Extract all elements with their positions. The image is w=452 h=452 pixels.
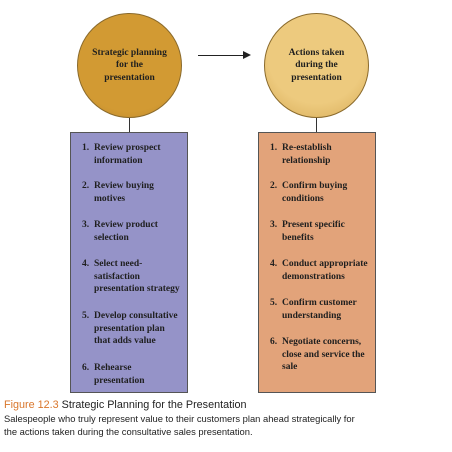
step-text: Re-establish relationship <box>282 143 332 166</box>
step-text: Present specific benefits <box>282 220 345 243</box>
right-connector-line <box>316 118 317 132</box>
planning-steps-box: 1. Review prospect information 2. Review… <box>70 132 188 393</box>
step-text: Review product selection <box>94 220 158 243</box>
strategic-planning-label: Strategic planning for the presentation <box>92 47 167 83</box>
action-steps-box: 1. Re-establish relationship 2. Confirm … <box>258 132 376 393</box>
step-number: 3. <box>270 220 278 230</box>
step-number: 6. <box>270 337 278 347</box>
arrow-right-connector <box>198 55 244 56</box>
action-step: 2. Confirm buying conditions <box>270 180 375 205</box>
actions-taken-circle: Actions taken during the presentation <box>264 13 369 118</box>
action-step: 3. Present specific benefits <box>270 219 375 244</box>
action-step: 5. Confirm customer understanding <box>270 297 375 322</box>
step-text: Confirm customer understanding <box>282 298 357 321</box>
step-number: 5. <box>270 298 278 308</box>
figure-label: Figure 12.3 <box>4 399 59 411</box>
step-text: Select need- satisfaction presentation s… <box>94 259 180 294</box>
figure-caption: Figure 12.3 Strategic Planning for the P… <box>4 399 450 438</box>
planning-step: 4. Select need- satisfaction presentatio… <box>82 258 187 296</box>
step-number: 4. <box>82 259 90 269</box>
planning-step: 6. Rehearse presentation <box>82 362 187 387</box>
step-number: 3. <box>82 220 90 230</box>
strategic-planning-circle: Strategic planning for the presentation <box>77 13 182 118</box>
arrow-right-icon <box>243 51 251 59</box>
actions-taken-label: Actions taken during the presentation <box>288 47 345 83</box>
planning-step: 1. Review prospect information <box>82 142 187 167</box>
step-number: 4. <box>270 259 278 269</box>
step-text: Conduct appropriate demonstrations <box>282 259 368 282</box>
figure-description: Salespeople who truly represent value to… <box>4 413 355 437</box>
figure-title: Strategic Planning for the Presentation <box>61 399 247 411</box>
step-text: Confirm buying conditions <box>282 181 348 204</box>
step-text: Develop consultative presentation plan t… <box>94 311 178 346</box>
planning-step: 3. Review product selection <box>82 219 187 244</box>
step-number: 1. <box>270 143 278 153</box>
step-number: 6. <box>82 363 90 373</box>
figure-heading: Figure 12.3 Strategic Planning for the P… <box>4 399 450 412</box>
step-number: 1. <box>82 143 90 153</box>
step-text: Review buying motives <box>94 181 154 204</box>
left-connector-line <box>129 118 130 132</box>
step-number: 2. <box>270 181 278 191</box>
action-step: 4. Conduct appropriate demonstrations <box>270 258 375 283</box>
step-number: 2. <box>82 181 90 191</box>
step-number: 5. <box>82 311 90 321</box>
planning-step: 5. Develop consultative presentation pla… <box>82 310 187 348</box>
step-text: Review prospect information <box>94 143 161 166</box>
action-step: 1. Re-establish relationship <box>270 142 375 167</box>
planning-step: 2. Review buying motives <box>82 180 187 205</box>
action-step: 6. Negotiate concerns, close and service… <box>270 336 375 374</box>
step-text: Negotiate concerns, close and service th… <box>282 337 365 372</box>
step-text: Rehearse presentation <box>94 363 145 386</box>
